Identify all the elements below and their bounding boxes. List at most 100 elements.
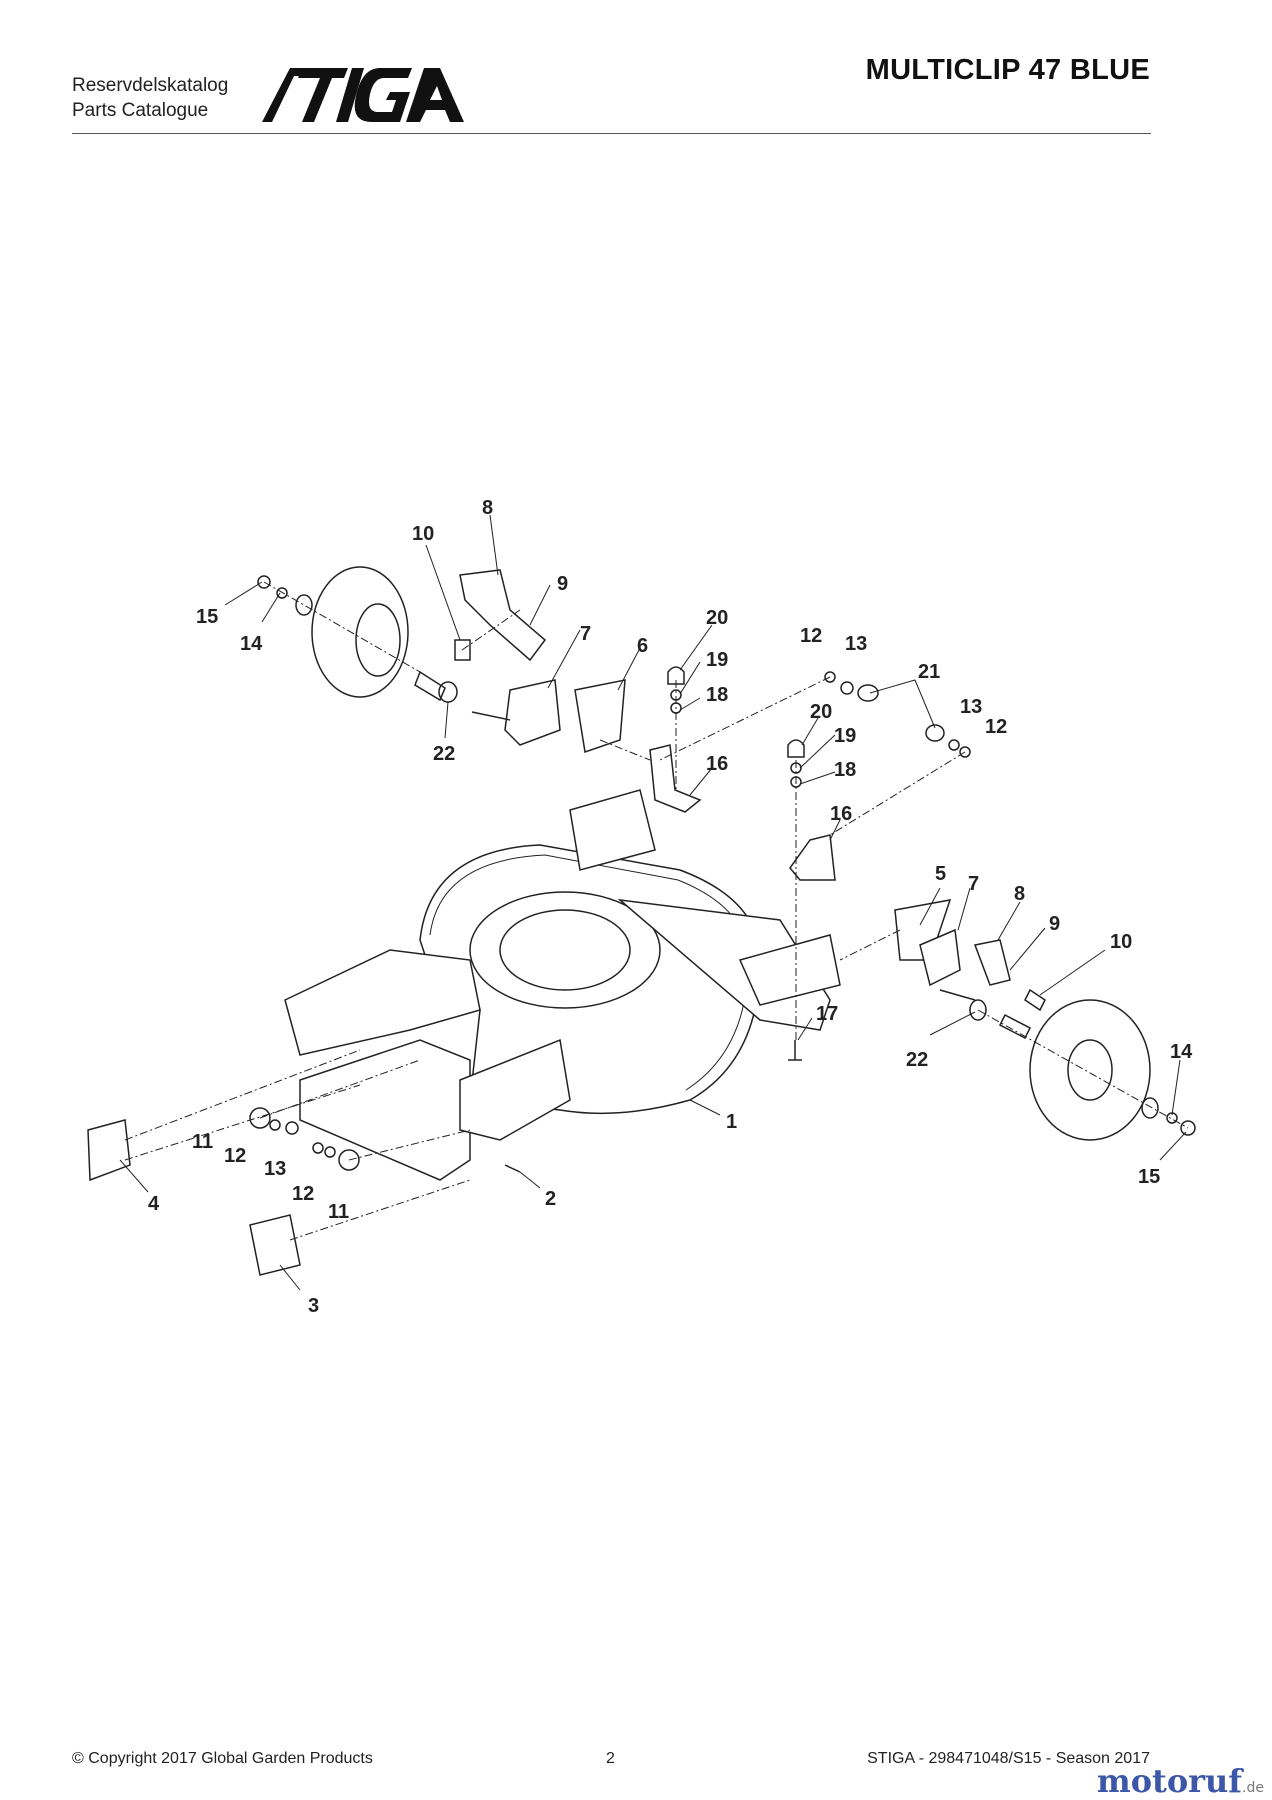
leader-20b <box>801 717 819 746</box>
model-title: MULTICLIP 47 BLUE <box>865 54 1150 86</box>
cap-nut-a <box>667 666 685 685</box>
leader-16a <box>689 767 713 796</box>
callout-16b: 16 <box>830 803 852 825</box>
assembly-line-front-a <box>124 1049 361 1141</box>
callout-8b: 8 <box>1014 883 1025 905</box>
mulch-plug <box>249 1214 301 1276</box>
callout-1: 1 <box>726 1111 737 1133</box>
right-axle-pin <box>939 989 976 1001</box>
leader-8a <box>489 514 499 576</box>
right-wheel-nut <box>1180 1120 1196 1136</box>
screw-17 <box>788 1040 802 1061</box>
callout-11b: 11 <box>328 1201 349 1223</box>
callout-18b: 18 <box>834 759 856 781</box>
leader-5 <box>919 887 941 926</box>
leader-7b <box>957 887 971 931</box>
left-axle-bushing <box>414 670 446 702</box>
callout-7b: 7 <box>968 873 979 895</box>
callout-12d: 12 <box>292 1183 314 1205</box>
right-lever-bolt <box>1024 988 1046 1012</box>
cap-nut-b <box>787 739 805 758</box>
callout-14b: 14 <box>1170 1041 1193 1063</box>
motor-hole <box>499 909 631 991</box>
nut-13c <box>285 1121 299 1135</box>
copyright-notice: © Copyright 2017 Global Garden Products <box>72 1750 373 1767</box>
washer-12a <box>824 671 836 683</box>
right-axle-bushing <box>998 1013 1032 1040</box>
bushing-21a <box>857 684 879 702</box>
assembly-line-left-lever <box>461 609 521 651</box>
right-rear-wheel-hub <box>1067 1039 1113 1101</box>
callout-9b: 9 <box>1049 913 1060 935</box>
left-axle-washer <box>438 681 458 703</box>
assembly-line-front-b <box>124 1084 361 1161</box>
callout-13a: 13 <box>845 633 867 655</box>
leader-1 <box>689 1099 721 1116</box>
left-wheel-washer <box>276 587 288 599</box>
left-pivot-arm <box>504 679 561 746</box>
assembly-line-left-wheel <box>263 581 421 673</box>
right-axle-washer <box>969 999 987 1021</box>
leader-10b <box>1039 949 1106 996</box>
washer-12d <box>312 1142 324 1154</box>
left-axle-pin <box>471 711 511 721</box>
callout-4: 4 <box>148 1193 160 1215</box>
bracket-16b <box>789 834 836 881</box>
callout-8a: 8 <box>482 497 493 519</box>
callout-13b: 13 <box>960 696 982 718</box>
assembly-line-bushing-right <box>829 751 966 836</box>
callout-15b: 15 <box>1138 1166 1160 1188</box>
washer-11a <box>249 1107 271 1129</box>
nut-13b <box>948 739 960 751</box>
leader-9a <box>529 584 551 626</box>
deck-rim <box>429 854 749 1091</box>
callout-18a: 18 <box>706 684 728 706</box>
left-wheel-nut <box>257 575 271 589</box>
callout-14a: 14 <box>240 633 263 655</box>
left-lever-handle <box>459 569 547 662</box>
washer-11b <box>338 1149 360 1171</box>
callout-20a: 20 <box>706 607 728 629</box>
side-discharge-cover <box>87 1119 131 1182</box>
leader-8b <box>997 901 1021 941</box>
deck-front-plate <box>284 949 481 1056</box>
deck-skirt <box>299 1039 471 1181</box>
leader-4 <box>119 1159 149 1193</box>
callout-21: 21 <box>918 661 940 683</box>
document-reference: STIGA - 298471048/S15 - Season 2017 <box>867 1750 1150 1767</box>
bracket-16a <box>649 744 702 813</box>
leader-6 <box>617 647 641 691</box>
callout-13c: 13 <box>264 1158 286 1180</box>
callout-15a: 15 <box>196 606 218 628</box>
washer-12b <box>959 746 971 758</box>
callout-7a: 7 <box>580 623 591 645</box>
callout-5: 5 <box>935 863 946 885</box>
callout-11a: 11 <box>192 1131 213 1153</box>
right-height-plate-deck <box>738 934 841 1006</box>
leader-14b <box>1171 1059 1181 1116</box>
bushing-21b <box>925 724 945 742</box>
leader-15a <box>224 581 263 606</box>
callout-22a: 22 <box>433 743 455 765</box>
catalog-label-english: Parts Catalogue <box>72 100 209 121</box>
nut-13d <box>324 1146 336 1158</box>
leader-15b <box>1159 1131 1187 1161</box>
right-wheel-bearing <box>1141 1097 1159 1119</box>
callout-2: 2 <box>545 1188 556 1210</box>
watermark-tld: .de <box>1242 1780 1264 1796</box>
callout-12a: 12 <box>800 625 822 647</box>
left-wheel-bearing <box>295 594 313 616</box>
callout-22b: 22 <box>906 1049 928 1071</box>
callout-12b: 12 <box>985 716 1007 738</box>
leader-21 <box>869 679 936 729</box>
assembly-line-left-plate <box>599 739 651 761</box>
callout-10a: 10 <box>412 523 434 545</box>
leader-19b <box>799 734 836 769</box>
leader-22b <box>929 1011 976 1036</box>
washer-12c <box>269 1119 281 1131</box>
leader-17 <box>797 1017 813 1041</box>
callout-12c: 12 <box>224 1145 246 1167</box>
right-pivot-arm <box>919 928 961 987</box>
leader-16b <box>829 819 841 841</box>
assembly-line-front-c <box>259 1059 421 1119</box>
